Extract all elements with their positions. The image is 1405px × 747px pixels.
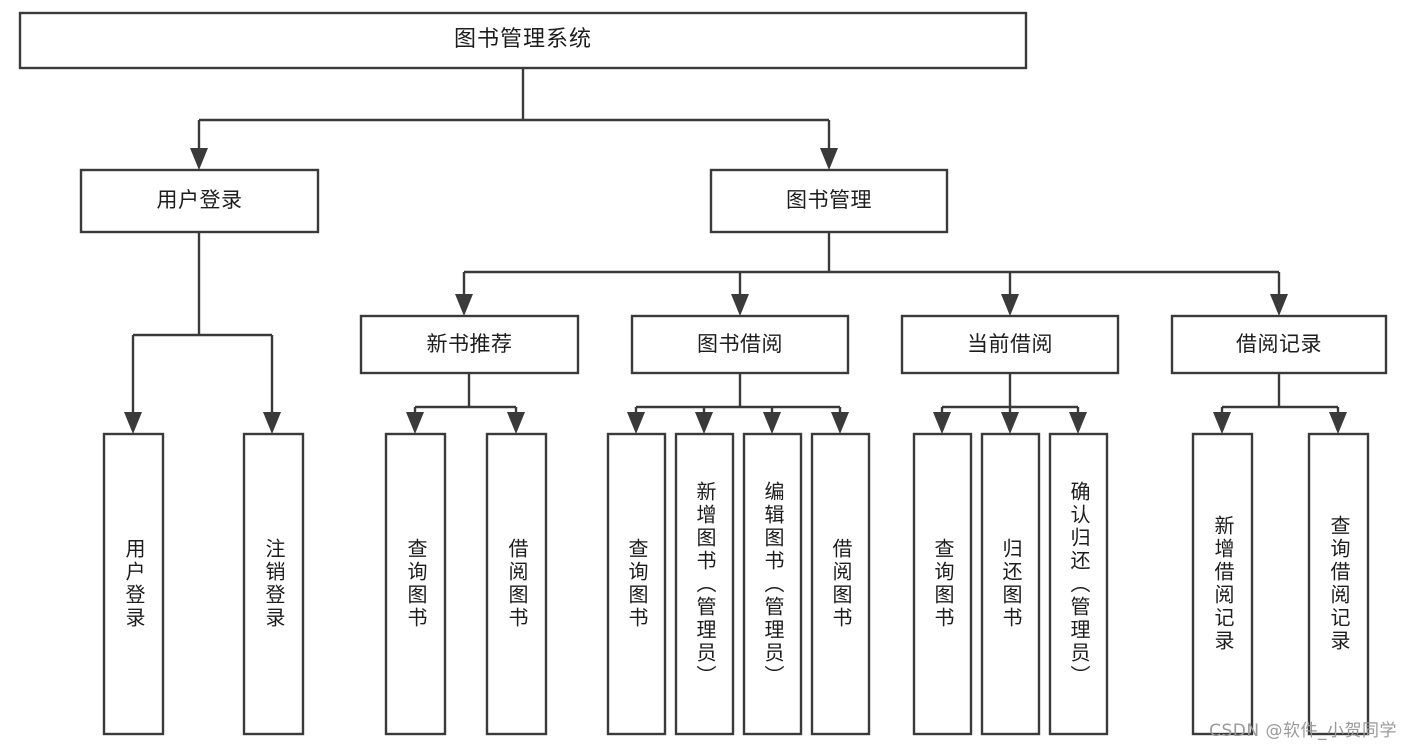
node-box-borrow-record[interactable]	[1170, 314, 1388, 375]
arrow-head-leaf-user-login	[124, 412, 142, 434]
node-box-leaf-user-login[interactable]	[102, 432, 165, 736]
connector-group-book-manage	[455, 232, 1288, 316]
node-box-user-login[interactable]	[79, 168, 320, 234]
arrow-head-leaf-return-book	[1001, 412, 1019, 434]
node-box-new-book-recommend[interactable]	[359, 314, 580, 375]
node-box-leaf-confirm-return[interactable]	[1048, 432, 1109, 736]
node-box-leaf-user-logout[interactable]	[242, 432, 305, 736]
arrow-head-user-login	[190, 148, 208, 170]
node-box-book-borrow[interactable]	[630, 314, 850, 375]
arrow-head-book-manage	[820, 148, 838, 170]
node-box-leaf-return-book[interactable]	[980, 432, 1041, 736]
connector-group-new-book-recommend	[406, 373, 525, 434]
arrow-head-leaf-user-logout	[263, 412, 281, 434]
node-box-leaf-query-book-2[interactable]	[606, 432, 667, 736]
arrow-head-borrow-record	[1270, 294, 1288, 316]
connector-group-current-borrow	[933, 373, 1087, 434]
connector-group-user-login	[124, 232, 281, 434]
node-box-leaf-edit-book[interactable]	[742, 432, 803, 736]
arrow-head-leaf-borrow-book-2	[831, 412, 849, 434]
connector-group-borrow-record	[1213, 373, 1347, 434]
arrow-head-leaf-add-book	[695, 412, 713, 434]
arrow-head-leaf-add-record	[1213, 412, 1231, 434]
arrow-head-leaf-confirm-return	[1069, 412, 1087, 434]
arrow-head-leaf-edit-book	[763, 412, 781, 434]
arrow-head-leaf-query-book-2	[627, 412, 645, 434]
arrow-head-leaf-query-book-1	[406, 412, 424, 434]
node-box-book-manage[interactable]	[709, 168, 949, 234]
arrow-head-new-book-recommend	[455, 294, 473, 316]
node-box-leaf-query-book-3[interactable]	[912, 432, 973, 736]
connector-group-book-borrow	[627, 373, 849, 434]
node-box-leaf-borrow-book-2[interactable]	[810, 432, 871, 736]
arrow-head-leaf-query-record	[1329, 412, 1347, 434]
arrow-head-book-borrow	[731, 294, 749, 316]
node-box-leaf-add-book[interactable]	[674, 432, 735, 736]
arrow-head-leaf-query-book-3	[933, 412, 951, 434]
node-box-leaf-borrow-book-1[interactable]	[485, 432, 548, 736]
node-box-root[interactable]	[18, 11, 1028, 70]
arrow-head-leaf-borrow-book-1	[507, 412, 525, 434]
node-box-leaf-add-record[interactable]	[1191, 432, 1254, 736]
node-box-leaf-query-record[interactable]	[1307, 432, 1370, 736]
node-box-current-borrow[interactable]	[900, 314, 1120, 375]
node-box-leaf-query-book-1[interactable]	[384, 432, 447, 736]
arrow-head-current-borrow	[1001, 294, 1019, 316]
connector-group-root	[190, 68, 838, 170]
